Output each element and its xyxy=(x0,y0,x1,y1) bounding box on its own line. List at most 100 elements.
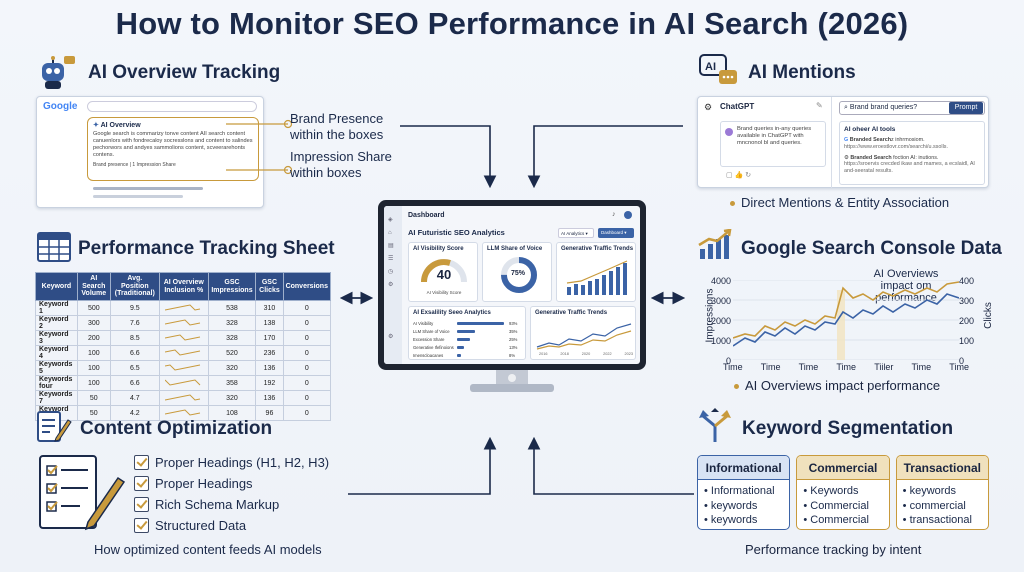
checklist-item[interactable]: Proper Headings xyxy=(134,473,354,494)
sheet-col-header[interactable]: Avg. Position (Traditional) xyxy=(109,271,160,302)
ai-analytics-card: AI Exsalility Seeo Analytics AI Visibili… xyxy=(408,306,526,360)
table-cell: 108 xyxy=(207,405,257,422)
checkbox-icon[interactable] xyxy=(134,497,149,512)
share-of-voice-title: LLM Share of Voice xyxy=(487,246,543,252)
axis-tick-label: 100 xyxy=(959,336,975,346)
analytics-bar-value: 93% xyxy=(509,320,518,326)
checklist-illustration xyxy=(36,452,126,532)
gsc-heading: Google Search Console Data xyxy=(741,238,1002,259)
checkbox-icon[interactable] xyxy=(134,476,149,491)
segment-box[interactable]: Commercial• Keywords• Commercial• Commer… xyxy=(796,455,890,530)
sheet-col-header[interactable]: GSC Impressions xyxy=(207,271,257,302)
axis-tick-label: 2022 xyxy=(603,352,612,356)
svg-text:AI: AI xyxy=(705,61,716,73)
chat-message-text: Brand queries in-any queries available i… xyxy=(737,126,812,147)
checklist-item[interactable]: Rich Schema Markup xyxy=(134,494,354,515)
dash-button[interactable]: Dashboard ▾ xyxy=(598,228,634,238)
table-cell: 0 xyxy=(282,345,332,362)
tool1-title[interactable]: Branded Search xyxy=(849,137,892,143)
sheet-col-header[interactable]: AI Search Volume xyxy=(76,271,111,302)
segmentation-heading: Keyword Segmentation xyxy=(742,418,954,439)
visibility-score-title: AI Visibility Score xyxy=(413,246,464,252)
axis-tick-label: 400 xyxy=(959,276,975,286)
tool2-url[interactable]: https://sroervis crecded ikaw and mames,… xyxy=(844,161,975,174)
robot-icon xyxy=(36,55,76,91)
sparkline-cell xyxy=(158,345,209,362)
sheet-col-header[interactable]: AI Overview Inclusion % xyxy=(158,271,209,302)
edit-icon[interactable]: ✎ xyxy=(816,101,823,110)
result-line xyxy=(93,187,203,190)
tool1-url[interactable]: https://www.eroestlovr.com/searchi/u.sso… xyxy=(844,143,948,150)
sparkle-icon: ✦ xyxy=(93,122,99,129)
google-search-bar[interactable] xyxy=(87,101,257,112)
traffic-line-title: Generative Traffic Trends xyxy=(535,310,608,316)
ai-mentions-heading: AI Mentions xyxy=(748,62,856,83)
user-avatar[interactable] xyxy=(624,211,632,219)
dash-sidebar-icons[interactable]: ◈⌂▤☰◷⚙⚙ xyxy=(388,217,394,340)
traffic-trends-bars xyxy=(566,260,628,295)
visibility-gauge xyxy=(421,259,467,283)
bell-icon[interactable]: ♪ xyxy=(612,211,616,218)
sheet-col-header[interactable]: Keyword xyxy=(35,271,78,302)
table-cell: 6.6 xyxy=(109,375,160,392)
table-cell: 0 xyxy=(282,375,332,392)
axis-tick-label: Tiiler xyxy=(874,362,894,372)
analytics-bar xyxy=(457,345,464,349)
traffic-trends-card: Generative Traffic Trends xyxy=(556,242,636,302)
segment-item-label: Keywords xyxy=(810,485,859,497)
brand-search-input[interactable]: ⌕ Brand brand queries? xyxy=(839,101,985,115)
checkbox-icon[interactable] xyxy=(134,518,149,533)
segmentation-boxes: Informational• Informational• keywords• … xyxy=(697,455,989,530)
segment-item: • Commercial xyxy=(803,514,869,526)
analytics-bar xyxy=(457,353,461,357)
brand-presence-label: Brand presence xyxy=(93,161,129,168)
ai-tools-panel: AI oheer AI tools G Branded Searchz inhr… xyxy=(839,121,985,185)
share-of-voice-value: 75% xyxy=(510,270,525,277)
content-caption: How optimized content feeds AI models xyxy=(94,542,322,557)
segment-title: Commercial xyxy=(797,456,889,480)
checklist-item[interactable]: Structured Data xyxy=(134,515,354,536)
analytics-bar-label: AI Visibility xyxy=(413,320,434,326)
axis-tick-label: 4000 xyxy=(710,276,731,286)
chat-actions[interactable]: ▢ 👍 ↻ xyxy=(726,172,752,179)
checklist-item[interactable]: Proper Headings (H1, H2, H3) xyxy=(134,452,354,473)
segment-item: • transactional xyxy=(902,514,972,526)
table-cell: 192 xyxy=(255,375,284,392)
share-of-voice-card: LLM Share of Voice 75% xyxy=(482,242,552,302)
dash-filter-select[interactable]: AI Analytics ▾ xyxy=(558,228,594,238)
segment-item-label: commercial xyxy=(909,499,966,512)
mentions-caption: Direct Mentions & Entity Association xyxy=(730,195,949,210)
segment-box[interactable]: Informational• Informational• keywords• … xyxy=(697,455,791,530)
sheet-col-header[interactable]: GSC Clicks xyxy=(255,271,284,302)
sheet-col-header[interactable]: Conversions xyxy=(282,271,332,302)
prompt-button[interactable]: Prompt xyxy=(949,102,983,114)
segment-item-label: Informational xyxy=(710,485,775,497)
checkbox-icon[interactable] xyxy=(134,455,149,470)
tool2-text: foction AI: inutions. xyxy=(891,154,939,161)
google-g-icon: G xyxy=(844,137,849,143)
page-title: How to Monitor SEO Performance in AI Sea… xyxy=(115,6,909,41)
visibility-score-value: 40 xyxy=(436,267,452,282)
analytics-bar-value: 35% xyxy=(509,328,518,334)
analytics-bar-value: 25% xyxy=(509,336,518,342)
sparkline xyxy=(164,304,200,311)
split-arrows-icon xyxy=(697,408,733,444)
segment-box[interactable]: Transactional• keywords• commercial• tra… xyxy=(895,455,989,530)
keyword-cell: Keyword 2 xyxy=(35,315,78,332)
sparkline xyxy=(164,364,200,371)
checklist-item-label: Proper Headings (H1, H2, H3) xyxy=(155,455,330,470)
ai-overview-box-text: Google search is commarizy tonve content… xyxy=(93,131,253,158)
axis-tick-label: Time xyxy=(798,362,819,372)
tool2-title[interactable]: Branded Search xyxy=(850,154,892,161)
